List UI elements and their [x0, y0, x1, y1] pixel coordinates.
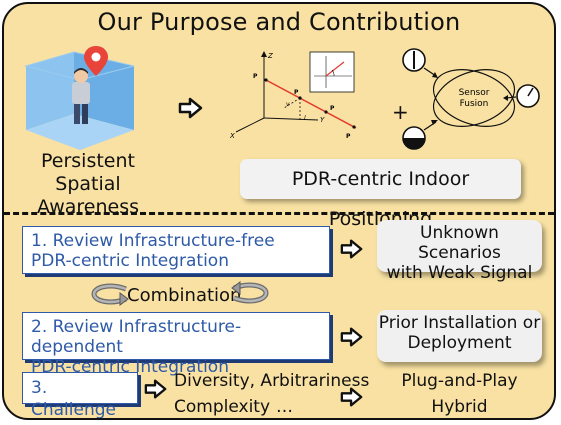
challenge-box: 3. Challenge	[22, 372, 138, 418]
step-length-label: l	[304, 115, 306, 122]
out2-line-2: Deployment	[407, 333, 512, 353]
out1-line-2: with Weak Signal	[386, 263, 533, 283]
point-pk1-label: P	[253, 73, 258, 80]
caption-line-1: Persistent	[41, 150, 135, 172]
axis-z-label: Z	[267, 52, 273, 60]
combination-label: Combination	[127, 285, 242, 306]
point-pk-label: P	[294, 89, 299, 96]
right-arrow-icon	[340, 387, 363, 407]
review2-line-1: 2. Review Infrastructure-dependent	[31, 317, 242, 357]
complexity-text: Complexity	[174, 397, 271, 417]
section-divider	[4, 212, 554, 215]
point-pkm1-label: P	[330, 105, 335, 112]
axis-x-label: X	[229, 132, 235, 140]
out1-line-1: Unknown Scenarios	[418, 223, 501, 263]
right-arrow-icon	[178, 97, 203, 119]
compass-icon	[402, 48, 426, 72]
pressure-sensor-icon	[402, 126, 426, 150]
review-infrastructure-free-box: 1. Review Infrastructure-free PDR-centri…	[22, 226, 330, 274]
plug-and-play-text: Plug-and-Play	[401, 371, 518, 391]
right-arrow-icon	[144, 379, 167, 399]
cycle-arrow-right-icon	[231, 281, 269, 304]
review1-line-1: 1. Review Infrastructure-free	[31, 231, 275, 251]
cycle-arrow-left-icon	[91, 283, 129, 306]
room-right-wall	[74, 52, 134, 130]
ellipsis-text: …	[276, 397, 293, 417]
right-arrow-icon	[340, 239, 363, 259]
sensor-fusion-label-2: Fusion	[460, 99, 489, 109]
review1-line-2: PDR-centric Integration	[31, 251, 229, 271]
review-infrastructure-dependent-box: 2. Review Infrastructure-dependent PDR-c…	[22, 312, 330, 377]
sensor-fusion-label-1: Sensor	[459, 88, 490, 98]
page-title: Our Purpose and Contribution	[97, 8, 461, 36]
trajectory-line	[265, 79, 357, 129]
pdr-trajectory-figure: Z X Y P P P P v l	[229, 51, 357, 140]
room-floor	[26, 114, 134, 150]
spatial-awareness-illustration	[24, 46, 135, 150]
sensor-fusion-graphic: Sensor Fusion	[402, 48, 540, 150]
point-pkm2-label: P	[346, 133, 351, 140]
plus-sign: +	[392, 100, 409, 124]
right-arrow-icon	[340, 327, 363, 347]
out2-line-1: Prior Installation or	[378, 313, 541, 333]
person-icon	[72, 68, 90, 124]
hybrid-text: Hybrid	[431, 397, 488, 417]
diversity-text: Diversity, Arbitrariness	[174, 371, 370, 391]
axis-y-label: Y	[320, 116, 325, 124]
velocity-label: v	[286, 101, 290, 108]
purpose-panel: Our Purpose and Contribution Persistent …	[2, 2, 556, 420]
spatial-awareness-caption: Persistent Spatial Awareness	[6, 150, 170, 219]
location-pin-icon	[84, 46, 108, 76]
room-left-wall	[26, 52, 74, 130]
prior-installation-box: Prior Installation or Deployment	[377, 310, 542, 362]
unknown-scenarios-box: Unknown Scenarios with Weak Signal	[377, 220, 542, 283]
pdr-centric-label-box: PDR-centric Indoor Positioning	[240, 159, 521, 230]
gauge-icon	[516, 84, 540, 108]
